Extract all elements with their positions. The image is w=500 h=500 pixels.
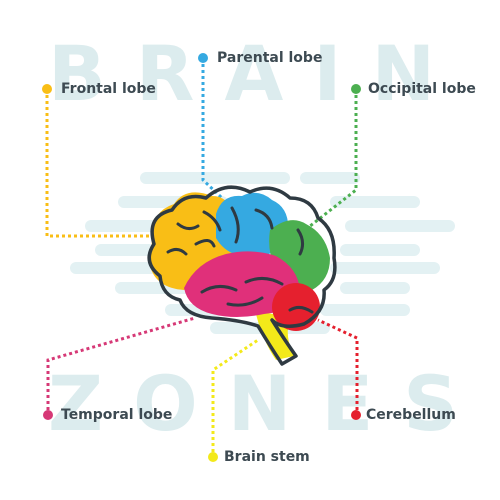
brain-stem-label: Brain stem [224,449,310,465]
temporal-lobe-label: Temporal lobe [61,407,173,423]
occipital-leader [304,95,358,232]
frontal-lobe-label: Frontal lobe [61,81,156,97]
parental-lobe-label: Parental lobe [217,50,323,66]
temporal-dot [43,410,53,420]
watermark-title-bottom: ZONES [48,359,488,448]
brain-stem-dot [208,452,218,462]
watermark-title-top: BRAIN [48,29,466,118]
parental-dot [198,53,208,63]
frontal-dot [42,84,52,94]
brain-icon [147,185,337,366]
brain-stem-leader [211,338,259,452]
occipital-dot [351,84,361,94]
cerebellum-label: Cerebellum [366,407,456,423]
cerebellum-leader [317,318,359,410]
cerebellum-dot [351,410,361,420]
occipital-lobe-label: Occipital lobe [368,81,476,97]
temporal-leader [46,316,196,410]
frontal-leader [45,95,152,238]
